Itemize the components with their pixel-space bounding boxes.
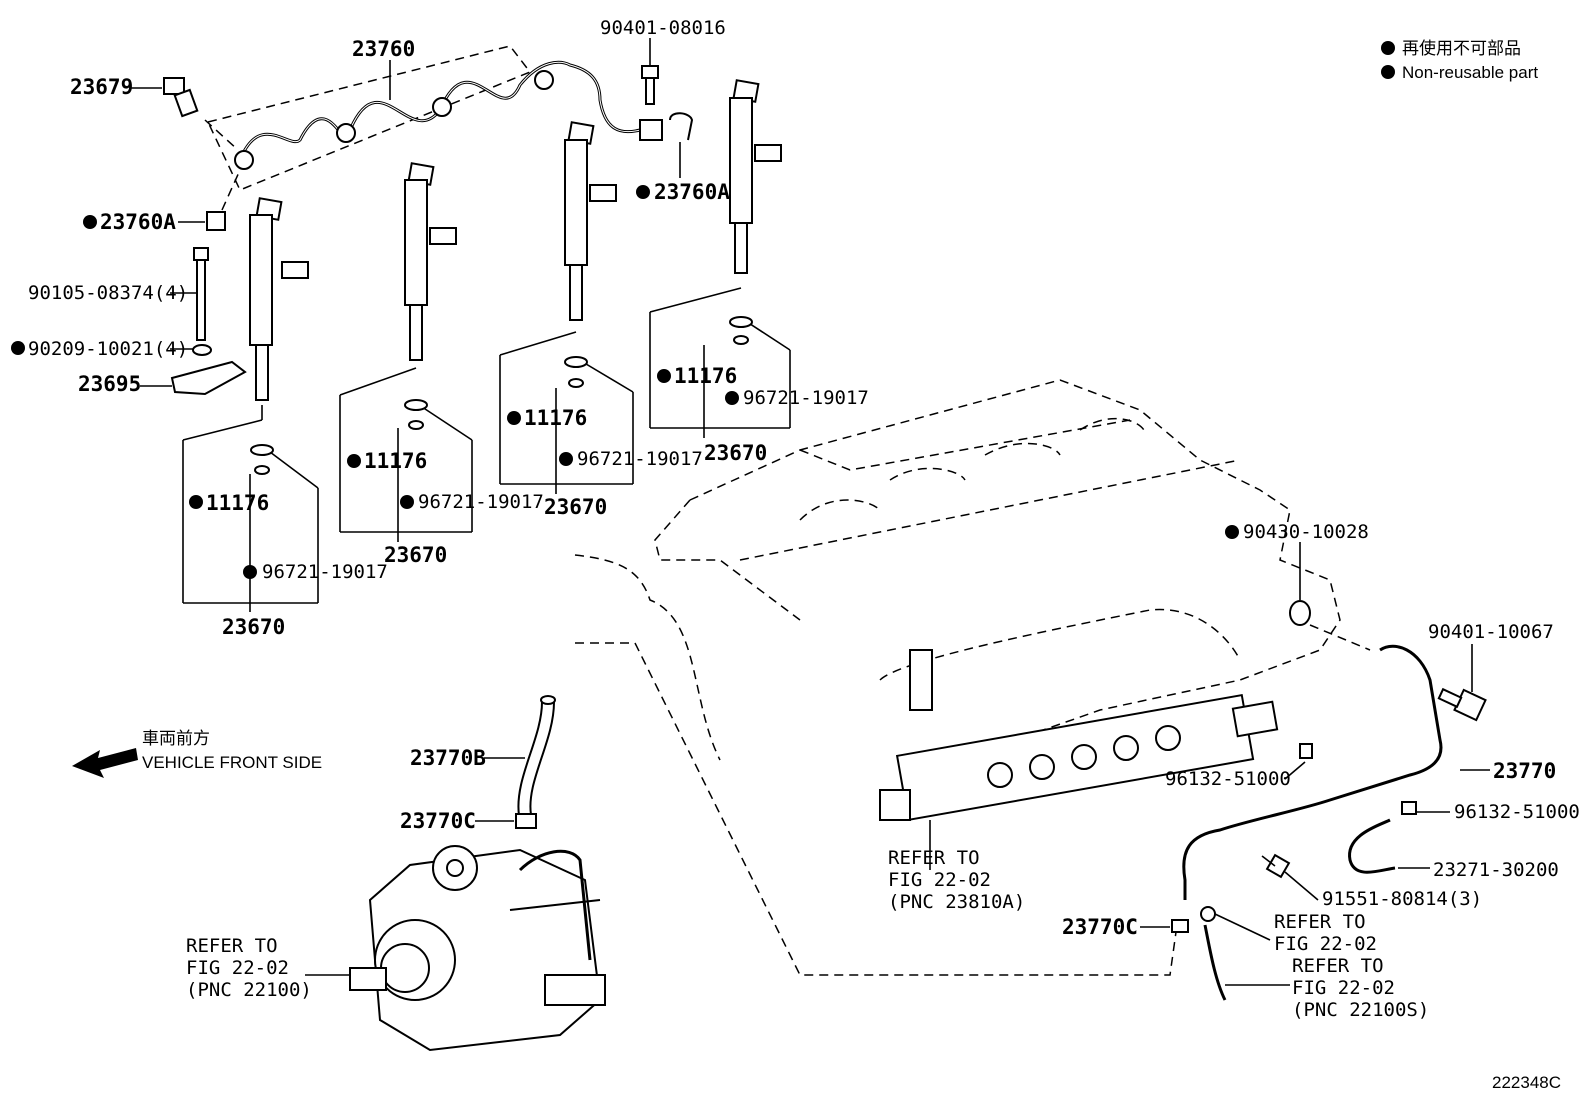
label-23679: 23679 xyxy=(70,75,133,99)
part-23770B: 23770B xyxy=(410,695,556,816)
label-90105: 90105-08374(4) xyxy=(28,282,188,304)
part-90430: 90430-10028 xyxy=(1225,521,1371,651)
label-inj4-11176: 11176 xyxy=(674,364,737,388)
label-23770B: 23770B xyxy=(410,746,486,770)
ref-rail-line-3: (PNC 23810A) xyxy=(888,891,1025,913)
part-23271: 23271-30200 xyxy=(1348,818,1559,881)
label-90401-08016: 90401-08016 xyxy=(600,17,726,39)
label-23271: 23271-30200 xyxy=(1433,859,1559,881)
non-reusable-dot-icon xyxy=(83,215,97,229)
non-reusable-dot-icon xyxy=(189,495,203,509)
part-90401-08016: 90401-08016 xyxy=(600,17,726,141)
ref-pipe-low-line-1: REFER TO xyxy=(1292,955,1384,977)
part-90209: 90209-10021(4) xyxy=(11,338,212,360)
ref-pipe-mid-line-1: REFER TO xyxy=(1274,911,1366,933)
lower-pipe xyxy=(1200,906,1290,1001)
part-90401-10067: 90401-10067 xyxy=(1428,621,1554,722)
non-reusable-dot-icon xyxy=(243,565,257,579)
legend: 再使用不可部品 Non-reusable part xyxy=(1381,38,1538,82)
non-reusable-dot-icon xyxy=(347,454,361,468)
injector-3: 11176 96721-19017 23670 xyxy=(499,121,703,519)
part-23760A-right: 23760A xyxy=(636,142,730,204)
ref-rail-line-2: FIG 22-02 xyxy=(888,869,991,891)
ref-pump: REFER TO FIG 22-02 (PNC 22100) xyxy=(186,935,312,1001)
label-23695: 23695 xyxy=(78,372,141,396)
label-23770C-top: 23770C xyxy=(400,809,476,833)
non-reusable-dot-icon xyxy=(725,391,739,405)
label-inj4-23670: 23670 xyxy=(704,441,767,465)
label-91551: 91551-80814(3) xyxy=(1322,888,1482,910)
label-90430: 90430-10028 xyxy=(1243,521,1369,543)
non-reusable-dot-icon xyxy=(559,452,573,466)
part-23770C-top: 23770C xyxy=(400,809,537,833)
ref-rail: REFER TO FIG 22-02 (PNC 23810A) xyxy=(888,847,1025,913)
figure-code: 222348C xyxy=(1492,1073,1561,1092)
non-reusable-dot-icon xyxy=(400,495,414,509)
direction-jp: 車両前方 xyxy=(142,729,210,748)
ref-pipe-mid-line-2: FIG 22-02 xyxy=(1274,933,1377,955)
non-reusable-dot-icon xyxy=(1381,41,1395,55)
label-inj4-96721: 96721-19017 xyxy=(743,387,869,409)
ref-rail-line-1: REFER TO xyxy=(888,847,980,869)
ref-pump-line-3: (PNC 22100) xyxy=(186,979,312,1001)
label-inj2-96721: 96721-19017 xyxy=(418,491,544,513)
connection-dash-line xyxy=(575,642,1177,976)
label-23760A-right: 23760A xyxy=(654,180,730,204)
part-90105: 90105-08374(4) xyxy=(28,247,209,341)
label-inj3-23670: 23670 xyxy=(544,495,607,519)
supply-pump xyxy=(305,845,606,1052)
front-arrow-icon xyxy=(72,748,138,778)
ref-pipe-mid: REFER TO FIG 22-02 xyxy=(1274,911,1377,955)
label-inj1-96721: 96721-19017 xyxy=(262,561,388,583)
label-23760A-left: 23760A xyxy=(100,210,176,234)
label-90209: 90209-10021(4) xyxy=(28,338,188,360)
part-96132-b: 96132-51000 xyxy=(1401,801,1580,823)
injector-4: 11176 96721-19017 23670 xyxy=(649,79,869,465)
part-23760A-left: 23760A xyxy=(83,169,241,234)
legend-en: Non-reusable part xyxy=(1402,63,1538,82)
label-inj3-11176: 11176 xyxy=(524,406,587,430)
injector-1: 11176 96721-19017 23670 xyxy=(182,197,388,639)
label-inj3-96721: 96721-19017 xyxy=(577,448,703,470)
part-23695: 23695 xyxy=(78,360,247,396)
label-23760: 23760 xyxy=(352,37,415,61)
legend-jp: 再使用不可部品 xyxy=(1402,38,1521,58)
non-reusable-dot-icon xyxy=(657,369,671,383)
injection-pipe-23760: 23760 xyxy=(206,37,663,191)
label-96132-a: 96132-51000 xyxy=(1165,768,1291,790)
ref-pipe-low: REFER TO FIG 22-02 (PNC 22100S) xyxy=(1292,955,1429,1021)
non-reusable-dot-icon xyxy=(1225,525,1239,539)
non-reusable-dot-icon xyxy=(636,185,650,199)
label-96132-b: 96132-51000 xyxy=(1454,801,1580,823)
label-inj1-11176: 11176 xyxy=(206,491,269,515)
part-23770C-bottom: 23770C xyxy=(1062,915,1189,939)
non-reusable-dot-icon xyxy=(11,341,25,355)
ref-pump-line-2: FIG 22-02 xyxy=(186,957,289,979)
non-reusable-dot-icon xyxy=(507,411,521,425)
part-96132-a: 96132-51000 xyxy=(1165,743,1313,790)
engine-cylinder-head xyxy=(574,379,1341,771)
ref-pipe-low-line-3: (PNC 22100S) xyxy=(1292,999,1429,1021)
label-90401-10067: 90401-10067 xyxy=(1428,621,1554,643)
label-23770C-bottom: 23770C xyxy=(1062,915,1138,939)
non-reusable-dot-icon xyxy=(1381,65,1395,79)
ref-pump-line-1: REFER TO xyxy=(186,935,278,957)
label-23770: 23770 xyxy=(1493,759,1556,783)
fuel-rail xyxy=(879,649,1279,870)
part-23770: 23770 xyxy=(1182,644,1556,900)
label-inj2-11176: 11176 xyxy=(364,449,427,473)
injector-2: 11176 96721-19017 23670 xyxy=(339,162,544,567)
label-inj2-23670: 23670 xyxy=(384,543,447,567)
part-23679: 23679 xyxy=(70,75,239,151)
ref-pipe-low-line-2: FIG 22-02 xyxy=(1292,977,1395,999)
vehicle-front-indicator: 車両前方 VEHICLE FRONT SIDE xyxy=(72,729,322,778)
label-inj1-23670: 23670 xyxy=(222,615,285,639)
part-91551: 91551-80814(3) xyxy=(1261,853,1482,910)
direction-en: VEHICLE FRONT SIDE xyxy=(142,753,322,772)
